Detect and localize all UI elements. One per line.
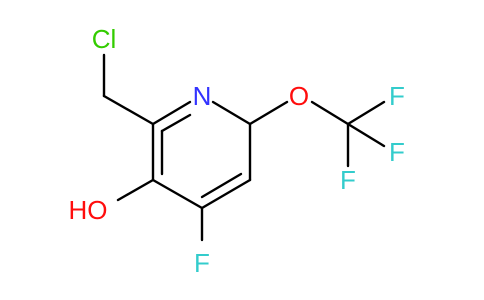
bond-c6-o: [248, 100, 289, 126]
bond-c5-c4-inner: [200, 172, 243, 199]
bond-n-c6: [211, 100, 252, 126]
bonds: [102, 53, 386, 242]
bond-o-cf3: [310, 100, 350, 126]
bond-cf3-f-right: [346, 122, 386, 148]
atom-ether-o: O: [289, 81, 309, 111]
bond-c2-n-inner: [160, 113, 192, 133]
bond-c3-oh: [116, 178, 155, 202]
atom-cf3-f-bottom: F: [340, 165, 356, 195]
atom-ring-f: F: [194, 248, 210, 278]
atom-n: N: [193, 81, 212, 111]
bond-cf3-f-top: [346, 100, 386, 126]
atom-cf3-f-right: F: [389, 137, 405, 167]
atom-cf3-f-top: F: [389, 81, 405, 111]
bond-c4-c3: [151, 178, 204, 210]
bond-c2-n: [151, 100, 192, 126]
atom-ho: HO: [69, 195, 108, 225]
bond-ch2-c2: [102, 94, 155, 126]
atom-cl: Cl: [92, 24, 117, 54]
atom-labels: Cl N HO F O F F F: [69, 24, 405, 278]
bond-c5-c4: [200, 178, 252, 210]
